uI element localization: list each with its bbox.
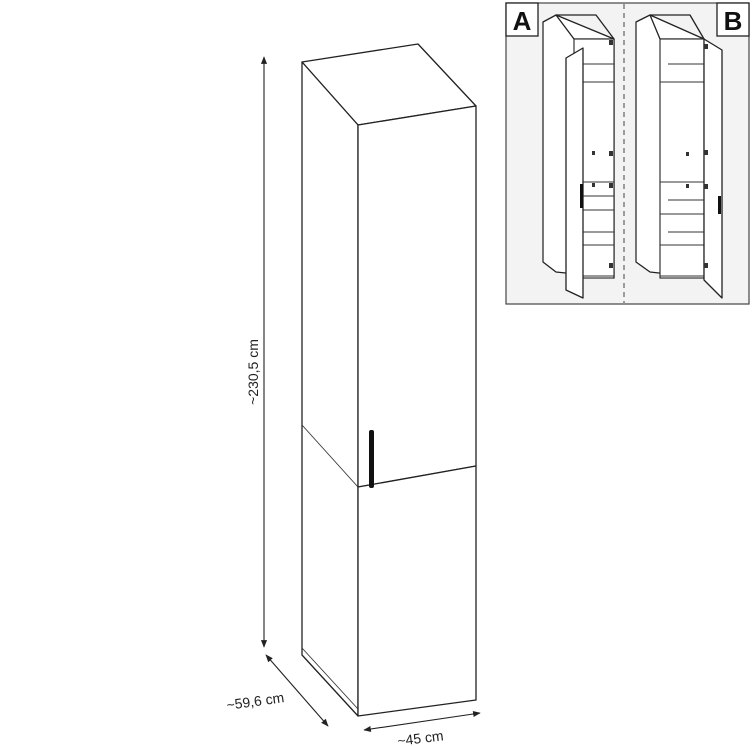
variant-b-box <box>716 2 750 37</box>
hinge-icon <box>609 40 613 45</box>
wardrobe-side <box>301 61 359 717</box>
width-label: ~45 cm <box>396 727 444 746</box>
variant-a-cabinet <box>542 14 615 299</box>
side-split-line <box>301 424 359 488</box>
hinge-icon <box>704 263 708 268</box>
variant-a-label: A <box>513 6 532 36</box>
wardrobe-main <box>301 43 477 717</box>
door-upper <box>357 105 477 488</box>
hinge-icon <box>609 263 613 268</box>
variant-b-cabinet <box>635 14 723 299</box>
width-dimension: ~45 cm <box>363 710 481 746</box>
variant-b-handle <box>718 196 721 214</box>
height-label: ~230,5 cm <box>245 339 261 405</box>
variant-inset: A B <box>505 2 750 305</box>
depth-dimension: ~59,6 cm <box>225 654 329 727</box>
hinge-icon <box>704 150 708 155</box>
door-lower <box>357 465 477 717</box>
variant-b-label: B <box>724 6 743 36</box>
hinge-icon <box>609 151 613 156</box>
hinge-icon <box>704 44 708 49</box>
hinge-icon <box>609 183 613 188</box>
door-handle <box>369 430 374 488</box>
variant-a-handle <box>580 184 583 208</box>
hinge-icon <box>704 184 708 189</box>
height-dimension: ~230,5 cm <box>245 56 268 648</box>
variant-a-box <box>505 2 539 37</box>
depth-label: ~59,6 cm <box>225 689 285 713</box>
